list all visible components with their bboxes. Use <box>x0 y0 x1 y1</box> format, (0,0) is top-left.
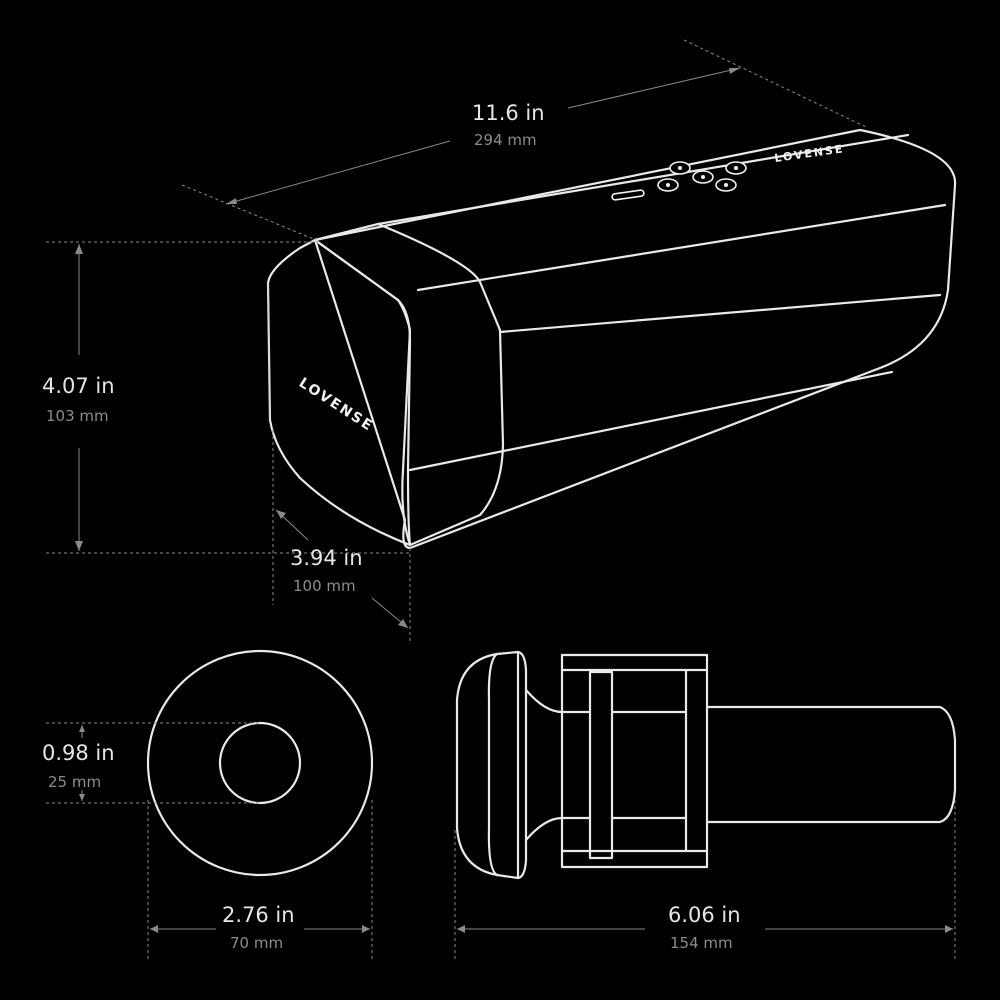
height-metric: 103 mm <box>46 407 109 425</box>
width-dimension <box>272 430 411 643</box>
height-dimension <box>46 241 410 554</box>
length-metric: 294 mm <box>474 131 537 149</box>
length-dimension <box>181 39 869 241</box>
button-left-icon <box>666 183 670 187</box>
insert-inner-circle <box>218 721 302 805</box>
insert-length-imperial: 6.06 in <box>668 903 741 927</box>
width-imperial: 3.94 in <box>290 546 363 570</box>
insert-length-dimension <box>454 800 956 962</box>
insert-outer-circle <box>146 649 374 877</box>
inner-opening-metric: 25 mm <box>48 773 101 791</box>
power-indicator <box>611 189 645 201</box>
inner-opening-dimension <box>46 722 260 804</box>
insert-ring-plate <box>588 670 614 860</box>
insert-neck <box>524 688 564 842</box>
insert-cap-outer <box>455 652 499 877</box>
inner-opening-imperial: 0.98 in <box>42 741 115 765</box>
insert-diameter-metric: 70 mm <box>230 934 283 952</box>
length-imperial: 11.6 in <box>472 101 545 125</box>
insert-sleeve <box>705 705 957 824</box>
insert-front-view <box>146 649 374 877</box>
device-body-outline <box>266 128 957 550</box>
button-center-icon <box>701 175 705 179</box>
width-metric: 100 mm <box>293 577 356 595</box>
insert-diameter-dimension <box>147 800 373 962</box>
insert-side-view <box>455 650 957 880</box>
insert-frame <box>560 653 709 869</box>
height-imperial: 4.07 in <box>42 374 115 398</box>
brand-logo-end: LOVENSE <box>296 375 377 435</box>
insert-diameter-imperial: 2.76 in <box>222 903 295 927</box>
control-buttons <box>611 161 747 201</box>
button-down-icon <box>724 183 728 187</box>
button-up-icon <box>678 166 682 170</box>
button-right-icon <box>734 166 738 170</box>
insert-length-metric: 154 mm <box>670 934 733 952</box>
